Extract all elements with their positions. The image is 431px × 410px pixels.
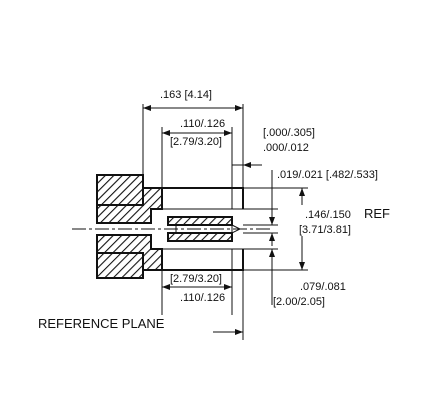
bore-diameter-dimension: .146/.150 REF [3.71/3.81] <box>243 187 390 271</box>
bore-ref-label: REF <box>364 206 390 221</box>
gap-dimension: [.000/.305] .000/.012 <box>232 127 315 168</box>
reference-plane: REFERENCE PLANE <box>38 270 244 340</box>
overall-length-dimension: .163 [4.14] <box>142 89 244 188</box>
step-diameter-mm-label: [2.00/2.05] <box>273 296 325 308</box>
housing-outline-bottom <box>162 249 244 271</box>
reference-plane-label: REFERENCE PLANE <box>38 316 165 331</box>
housing-outline-top <box>162 187 244 209</box>
pin-diameter-label: .019/.021 [.482/.533] <box>277 169 378 181</box>
bore-diameter-mm-label: [3.71/3.81] <box>299 224 351 236</box>
bore-diameter-label: .146/.150 <box>305 209 351 221</box>
connector-body <box>96 174 244 279</box>
step-diameter-label: .079/.081 <box>300 281 346 293</box>
inner-length-bottom-dimension: [2.79/3.20] .110/.126 <box>161 270 233 315</box>
lower-flange-section <box>96 252 144 279</box>
inner-length-bottom-mm-label: [2.79/3.20] <box>170 273 222 285</box>
center-pin-tip <box>231 224 242 234</box>
inner-length-top-label: .110/.126 <box>180 118 225 130</box>
inner-length-top-mm-label: [2.79/3.20] <box>170 136 222 148</box>
dielectric-lower <box>167 232 233 242</box>
upper-flange-section <box>96 174 144 206</box>
step-diameter-dimension: .079/.081 [2.00/2.05] <box>243 208 346 308</box>
overall-length-label: .163 [4.14] <box>160 89 212 101</box>
inner-length-top-dimension: .110/.126 [2.79/3.20] <box>161 118 233 188</box>
gap-inch-label: [.000/.305] <box>263 127 315 139</box>
pin-diameter-dimension: .019/.021 [.482/.533] <box>243 169 378 246</box>
gap-mm-label: .000/.012 <box>263 142 309 154</box>
dielectric-upper <box>167 216 233 226</box>
inner-length-bottom-label: .110/.126 <box>180 292 225 304</box>
